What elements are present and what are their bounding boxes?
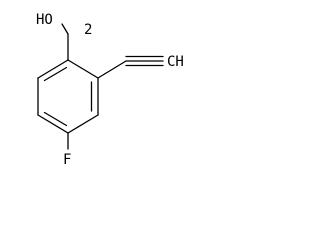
- ring-double-bond-c5-c4: [43, 111, 68, 127]
- bond-ch2-to-ho: [61, 23, 69, 35]
- fluorine-label: F: [63, 152, 71, 168]
- ring-bond-c4-c5: [37, 114, 69, 134]
- methylene-subscript: 2: [84, 22, 92, 38]
- ring-bond-c6-c1: [37, 59, 69, 79]
- bond-ring-to-alkyne: [97, 60, 127, 79]
- hydroxyl-label: HO: [36, 12, 53, 28]
- chemical-structure: HO 2 CH F: [36, 12, 184, 168]
- ring-double-bond-c1-c6: [43, 66, 68, 82]
- terminal-alkyne-label: CH: [167, 54, 184, 70]
- ring-bond-c3-c4: [67, 114, 99, 134]
- ring-bond-c1-c2: [67, 59, 99, 79]
